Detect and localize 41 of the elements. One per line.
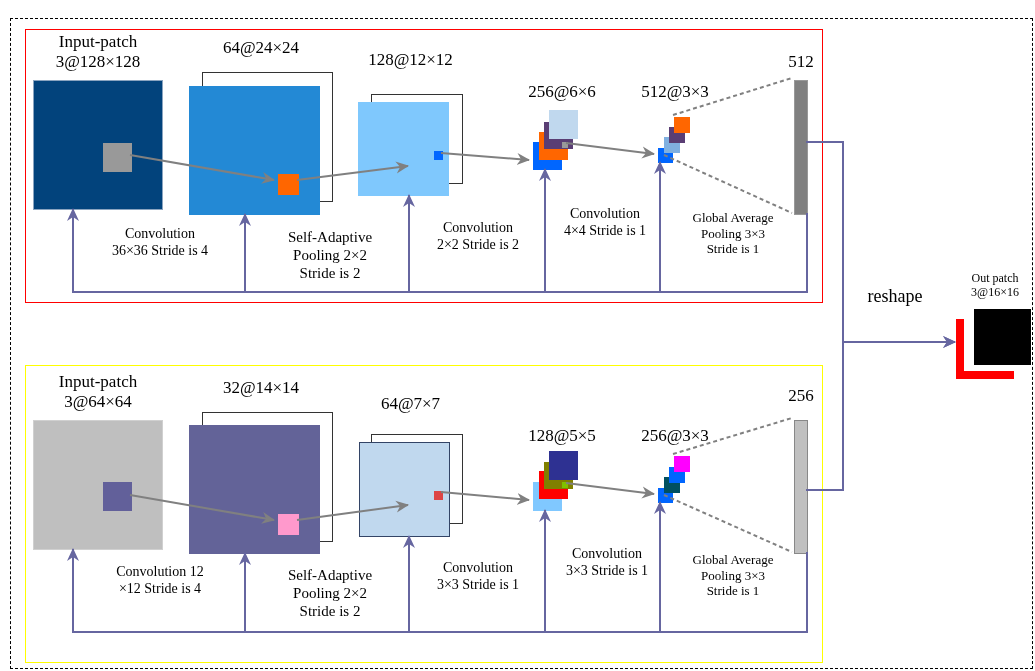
operation-label: Self-Adaptive Pooling 2×2 Stride is 2 — [286, 228, 374, 282]
operation-label: Convolution 2×2 Stride is 2 — [435, 220, 521, 254]
map-title: 128@12×12 — [367, 50, 454, 71]
operation-label: Global Average Pooling 3×3 Stride is 1 — [691, 552, 775, 599]
map-title: Input-patch 3@64×64 — [57, 372, 139, 413]
arrow — [654, 161, 808, 293]
branch-frame — [25, 29, 823, 303]
vector-title: 256 — [787, 386, 815, 407]
map-title: 512@3×3 — [640, 82, 710, 103]
map-title: 32@14×14 — [221, 378, 301, 399]
operation-label: Self-Adaptive Pooling 2×2 Stride is 2 — [286, 566, 374, 620]
arrow — [440, 152, 530, 166]
arrow — [565, 482, 655, 499]
arrow — [296, 500, 409, 521]
arrow — [805, 336, 956, 491]
arrow — [654, 501, 808, 633]
dashed-line — [672, 77, 793, 116]
map-title: 256@3×3 — [640, 426, 710, 447]
arrow — [129, 494, 275, 524]
dashed-line — [672, 417, 793, 455]
arrow — [440, 491, 530, 505]
map-title: Input-patch 3@128×128 — [54, 32, 142, 73]
operation-label: Global Average Pooling 3×3 Stride is 1 — [691, 210, 775, 257]
operation-label: Convolution 3×3 Stride is 1 — [564, 546, 650, 580]
map-title: 128@5×5 — [527, 426, 597, 447]
reshape-label: reshape — [866, 286, 924, 308]
operation-label: Convolution 3×3 Stride is 1 — [435, 560, 521, 594]
branch-frame — [25, 365, 823, 663]
operation-label: Convolution 36×36 Stride is 4 — [110, 226, 210, 260]
map-title: 64@24×24 — [221, 38, 301, 59]
operation-label: Convolution 4×4 Stride is 1 — [562, 206, 648, 240]
dashed-frame — [10, 18, 1033, 669]
map-title: 256@6×6 — [527, 82, 597, 103]
arrow — [296, 161, 409, 181]
arrow — [565, 142, 655, 159]
arrow — [129, 154, 275, 184]
vector-title: 512 — [787, 52, 815, 73]
operation-label: Convolution 12 ×12 Stride is 4 — [115, 564, 205, 598]
output-title: Out patch 3@16×16 — [970, 271, 1020, 300]
map-title: 64@7×7 — [379, 394, 442, 415]
dashed-line — [663, 154, 793, 214]
